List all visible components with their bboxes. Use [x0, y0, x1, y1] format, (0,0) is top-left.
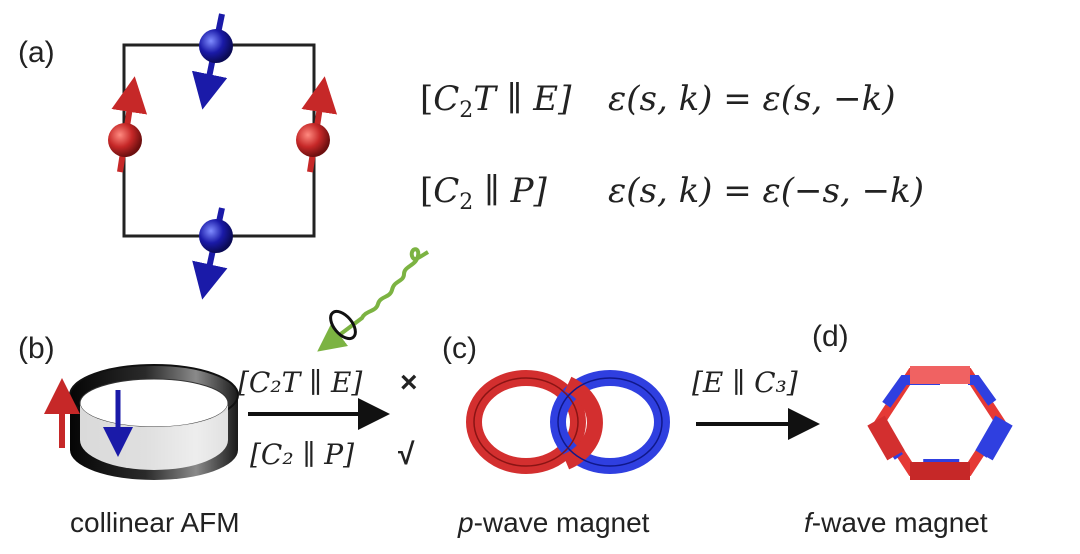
caption-f-wave: f-wave magnet: [804, 507, 988, 538]
arrow-cd-top-label: [E ∥ C₃]: [692, 366, 798, 399]
circularly-polarized-light-icon: [317, 247, 430, 352]
panel-label-b: (b): [18, 332, 55, 365]
equation-row2-relation: ε(s, k) = ε(−s, −k): [608, 171, 924, 211]
transition-arrow-c-to-d: [E ∥ C₃]: [692, 366, 820, 440]
transition-arrow-b-to-c: [C₂T ∥ E] × [C₂ ∥ P] √: [238, 366, 418, 471]
lattice-square: [122, 43, 316, 238]
arrow-bc-bottom-label: [C₂ ∥ P]: [250, 438, 354, 471]
spin-right-red: [296, 76, 338, 173]
f-wave-magnet-rings: [867, 366, 1013, 480]
equation-row1-relation: ε(s, k) = ε(s, −k): [608, 79, 895, 119]
panel-label-c: (c): [442, 332, 477, 365]
arrow-bc-top-label: [C₂T ∥ E]: [238, 366, 362, 399]
caption-p-wave: p-wave magnet: [457, 507, 650, 538]
cross-mark: ×: [400, 366, 418, 399]
spin-bottom-blue: [192, 207, 233, 300]
equation-row2-symmetry: [C2 ∥ P]: [420, 171, 547, 215]
check-mark: √: [398, 438, 415, 471]
equation-row1-symmetry: [C2T ∥ E]: [420, 79, 572, 123]
collinear-afm-ring: [69, 364, 239, 480]
p-wave-magnet-rings: [466, 370, 670, 474]
spin-left-red: [108, 76, 148, 173]
caption-collinear-afm: collinear AFM: [70, 507, 240, 538]
spin-top-blue: [191, 13, 233, 110]
panel-label-d: (d): [812, 320, 849, 353]
panel-label-a: (a): [18, 36, 55, 69]
